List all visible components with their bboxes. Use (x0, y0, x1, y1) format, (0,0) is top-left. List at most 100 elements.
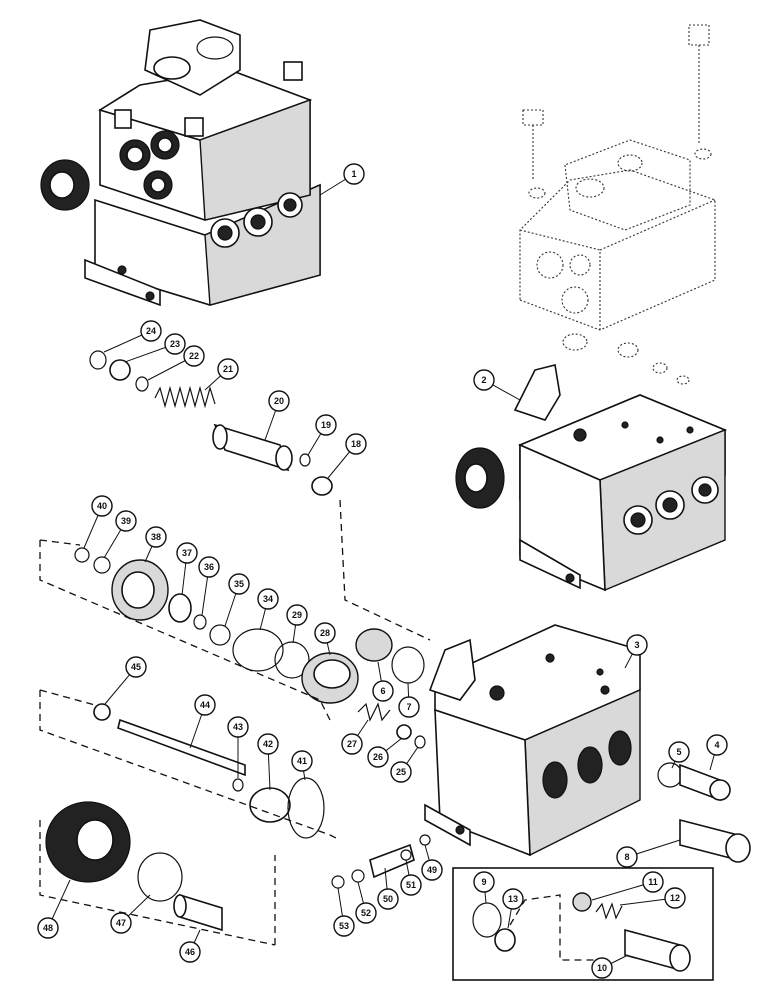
callout-number: 27 (347, 739, 357, 749)
callout-circle (616, 846, 638, 868)
callout-number: 44 (200, 700, 210, 710)
callout-circle (140, 320, 162, 342)
callout-20: 20 (268, 390, 290, 412)
callout-42: 42 (257, 733, 279, 755)
callout-number: 52 (361, 908, 371, 918)
callout-number: 10 (597, 963, 607, 973)
callout-47: 47 (110, 912, 132, 934)
callout-circle (502, 888, 524, 910)
callout-circle (198, 556, 220, 578)
small-parts (45, 350, 751, 932)
callout-44: 44 (194, 694, 216, 716)
callout-13: 13 (502, 888, 524, 910)
callout-37: 37 (176, 542, 198, 564)
callout-34: 34 (257, 588, 279, 610)
callout-circle (179, 941, 201, 963)
callout-number: 26 (373, 752, 383, 762)
phantom-housing (519, 24, 716, 385)
callout-2: 2 (473, 369, 495, 391)
callout-circle (37, 917, 59, 939)
callout-9: 9 (473, 871, 495, 893)
callout-number: 13 (508, 894, 518, 904)
callout-number: 3 (634, 640, 639, 650)
callout-number: 12 (670, 893, 680, 903)
callout-number: 23 (170, 339, 180, 349)
callout-29: 29 (286, 604, 308, 626)
callout-circle (125, 656, 147, 678)
callout-24: 24 (140, 320, 162, 342)
callout-number: 50 (383, 894, 393, 904)
callout-circle (626, 634, 648, 656)
callout-circle (91, 495, 113, 517)
callout-circle (642, 871, 664, 893)
callout-49: 49 (421, 859, 443, 881)
callout-number: 34 (263, 594, 273, 604)
callout-number: 18 (351, 439, 361, 449)
callout-circle (315, 414, 337, 436)
callout-circle (355, 902, 377, 924)
callout-number: 28 (320, 628, 330, 638)
callout-27: 27 (341, 733, 363, 755)
callout-circle (473, 871, 495, 893)
callout-circle (257, 588, 279, 610)
callout-3: 3 (626, 634, 648, 656)
callout-number: 49 (427, 865, 437, 875)
valve-assembly (40, 19, 321, 307)
valve-body-with-boot (455, 364, 728, 592)
callout-43: 43 (227, 716, 249, 738)
callout-number: 46 (185, 947, 195, 957)
callout-6: 6 (372, 680, 394, 702)
callout-51: 51 (400, 874, 422, 896)
callout-number: 53 (339, 921, 349, 931)
callout-circle (145, 526, 167, 548)
callout-19: 19 (315, 414, 337, 436)
callout-number: 4 (714, 740, 719, 750)
callout-circle (115, 510, 137, 532)
callout-circle (668, 741, 690, 763)
callout-number: 9 (481, 877, 486, 887)
callout-circle (110, 912, 132, 934)
callout-25: 25 (390, 761, 412, 783)
callout-circle (473, 369, 495, 391)
callout-labels: 1234567891011121318192021222324252627282… (37, 163, 728, 979)
callout-circle (421, 859, 443, 881)
callout-number: 51 (406, 880, 416, 890)
callout-circle (345, 433, 367, 455)
callout-number: 45 (131, 662, 141, 672)
callout-circle (372, 680, 394, 702)
callout-11: 11 (642, 871, 664, 893)
callout-number: 39 (121, 516, 131, 526)
callout-4: 4 (706, 734, 728, 756)
callout-number: 6 (380, 686, 385, 696)
callout-36: 36 (198, 556, 220, 578)
callout-41: 41 (291, 750, 313, 772)
callout-circle (400, 874, 422, 896)
callout-39: 39 (115, 510, 137, 532)
callout-number: 47 (116, 918, 126, 928)
callout-number: 36 (204, 562, 214, 572)
callout-circle (176, 542, 198, 564)
callout-circle (367, 746, 389, 768)
callout-50: 50 (377, 888, 399, 910)
callout-number: 25 (396, 767, 406, 777)
callout-26: 26 (367, 746, 389, 768)
callout-number: 5 (676, 747, 681, 757)
callout-circle (314, 622, 336, 644)
callout-number: 24 (146, 326, 156, 336)
callout-12: 12 (664, 887, 686, 909)
callout-number: 38 (151, 532, 161, 542)
callout-46: 46 (179, 941, 201, 963)
callout-number: 40 (97, 501, 107, 511)
callout-circle (217, 358, 239, 380)
assembly-group-lines (39, 499, 431, 946)
callout-circle (183, 345, 205, 367)
callout-circle (286, 604, 308, 626)
callout-21: 21 (217, 358, 239, 380)
callout-circle (194, 694, 216, 716)
callout-number: 2 (481, 375, 486, 385)
callout-number: 21 (223, 364, 233, 374)
callout-circle (664, 887, 686, 909)
callout-circle (164, 333, 186, 355)
callout-number: 37 (182, 548, 192, 558)
